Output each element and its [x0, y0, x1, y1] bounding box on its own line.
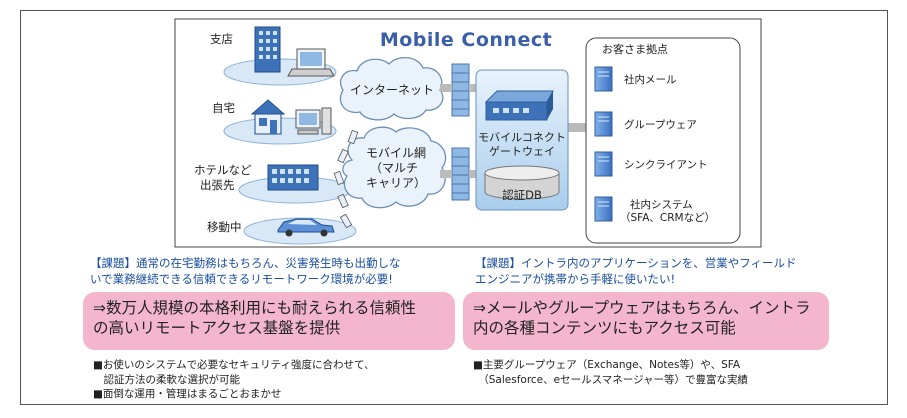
gateway-label-1: モバイルコネクト — [478, 131, 566, 144]
right-issue-line-2: エンジニアが携帯から手軽に使いたい! — [475, 271, 676, 286]
internet-label: インターネット — [350, 83, 434, 97]
left-solution-line-1: ⇒数万人規模の本格利用にも耐えられる信頼性 — [93, 299, 416, 317]
hotel-label-line1: ホテルなど — [194, 163, 252, 177]
server-label-internal-note: （SFA、CRMなど） — [620, 212, 715, 224]
right-solution-line-2: 内の各種コンテンツにもアクセス可能 — [473, 319, 736, 337]
mobile-network-label-2: （マルチ — [370, 161, 418, 175]
mobile-network-cloud — [342, 126, 447, 209]
right-bullet-1: ■主要グループウェア（Exchange、Notes等）や、SFA — [473, 359, 741, 371]
firewall-top-icon — [451, 63, 470, 117]
server-label-groupware: グループウェア — [624, 118, 697, 131]
office-building-icon — [254, 26, 281, 73]
server-label-thin-client: シンクライアント — [624, 159, 708, 171]
auth-db-label: 認証DB — [502, 188, 542, 202]
left-issue-line-2: いで業務継続できる信頼できるリモートワーク環境が必要! — [90, 271, 393, 286]
car-icon — [277, 218, 335, 237]
desktop-pc-icon — [295, 107, 332, 135]
left-bullet-1-cont: 認証方法の柔軟な選択が可能 — [93, 373, 240, 386]
left-bullets: ■お使いのシステムで必要なセキュリティ強度に合わせて、 認証方法の柔軟な選択が可… — [93, 358, 374, 402]
left-issue-line-1: 【課題】通常の在宅勤務はもちろん、災害発生時も出勤しな — [90, 256, 401, 270]
right-issue-text: 【課題】イントラ内のアプリケーションを、営業やフィールド エンジニアが携帯から手… — [475, 256, 797, 287]
home-label: 自宅 — [212, 101, 235, 115]
gateway-appliance-icon — [484, 90, 554, 121]
right-bullet-1-cont: （Salesforce、eセールスマネージャー等）で豊富な実績 — [473, 373, 749, 386]
mobile-network-label-3: キャリア） — [366, 176, 426, 190]
left-solution-box: ⇒数万人規模の本格利用にも耐えられる信頼性 の高いリモートアクセス基盤を提供 — [83, 292, 455, 350]
left-bullet-2: ■面倒な運用・管理はまるごとおまかせ — [93, 388, 282, 400]
mobile-connect-logo: Mobile Connect — [380, 29, 552, 51]
hotel-building-icon — [267, 164, 319, 191]
mobile-network-label-1: モバイル網 — [366, 146, 426, 160]
server-label-internal-system: 社内システム — [630, 198, 693, 211]
firewall-bottom-icon — [451, 147, 470, 201]
gateway-label-2: ゲートウェイ — [489, 145, 555, 158]
customer-site-box — [585, 37, 741, 244]
house-icon — [250, 99, 286, 135]
moving-label: 移動中 — [207, 220, 242, 234]
left-bullet-1: ■お使いのシステムで必要なセキュリティ強度に合わせて、 — [93, 359, 375, 371]
server-label-mail: 社内メール — [624, 73, 677, 86]
database-icon — [484, 165, 560, 200]
hotel-label-line2: 出張先 — [200, 178, 235, 192]
left-solution-line-2: の高いリモートアクセス基盤を提供 — [93, 319, 341, 337]
mobile-phone-icons — [333, 129, 359, 229]
server-icons — [594, 66, 613, 222]
right-solution-line-1: ⇒メールやグループウェアはもちろん、イントラ — [473, 299, 811, 317]
right-issue-line-1: 【課題】イントラ内のアプリケーションを、営業やフィールド — [475, 256, 797, 270]
customer-site-title: お客さま拠点 — [602, 42, 668, 56]
right-solution-box: ⇒メールやグループウェアはもちろん、イントラ 内の各種コンテンツにもアクセス可能 — [463, 292, 829, 350]
left-issue-text: 【課題】通常の在宅勤務はもちろん、災害発生時も出勤しな いで業務継続できる信頼で… — [90, 256, 401, 287]
right-bullets: ■主要グループウェア（Exchange、Notes等）や、SFA （Salesf… — [473, 358, 748, 387]
laptop-icon — [287, 48, 335, 77]
branch-label: 支店 — [210, 32, 233, 46]
